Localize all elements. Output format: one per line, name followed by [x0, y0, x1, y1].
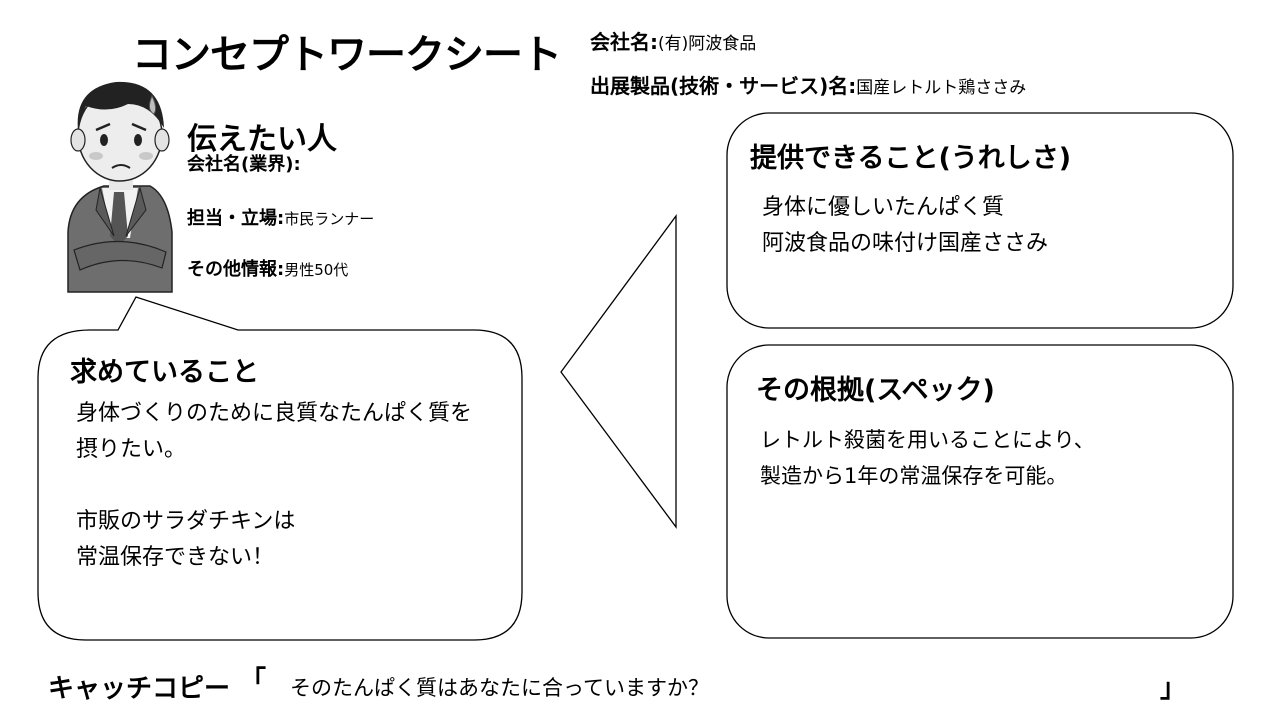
page-title: コンセプトワークシート: [132, 32, 562, 78]
needs-title: 求めていること: [70, 357, 259, 388]
offer-box: [726, 112, 1234, 329]
catchcopy-text: そのたんぱく質はあなたに合っていますか？: [290, 676, 709, 700]
company-name-value: (有)阿波食品: [658, 34, 757, 54]
target-person-heading: 伝えたい人: [187, 122, 337, 157]
target-industry-line: 会社名(業界):: [187, 150, 301, 176]
product-name-label: 出展製品(技術・サービス)名:: [590, 74, 857, 98]
target-other-value: 男性50代: [284, 261, 349, 279]
target-other-line: その他情報:男性50代: [187, 255, 348, 281]
evidence-title: その根拠(スペック): [756, 375, 995, 406]
offer-title: 提供できること(うれしさ): [750, 143, 1072, 174]
target-other-label: その他情報:: [187, 259, 285, 280]
catchcopy-close-bracket: 」: [1160, 674, 1187, 704]
arrow-triangle-icon: [560, 214, 677, 529]
worried-businessman-icon: [67, 81, 173, 293]
target-industry-label: 会社名(業界):: [187, 154, 301, 175]
evidence-box: [726, 344, 1234, 639]
target-role-value: 市民ランナー: [284, 210, 375, 228]
product-name-line: 出展製品(技術・サービス)名:国産レトルト鶏ささみ: [590, 70, 1026, 99]
evidence-body: レトルト殺菌を用いることにより、 製造から1年の常温保存を可能。: [760, 428, 1095, 488]
product-name-value: 国産レトルト鶏ささみ: [856, 78, 1027, 98]
catchcopy-open-bracket: 「: [240, 666, 267, 696]
company-name-line: 会社名:(有)阿波食品: [590, 26, 756, 55]
catchcopy-label: キャッチコピー: [48, 674, 231, 704]
needs-body: 身体づくりのために良質なたんぱく質を 摂りたい。 市販のサラダチキンは 常温保存…: [76, 401, 473, 570]
target-role-line: 担当・立場:市民ランナー: [187, 204, 374, 230]
offer-body: 身体に優しいたんぱく質 阿波食品の味付け国産ささみ: [762, 195, 1049, 256]
target-role-label: 担当・立場:: [187, 208, 285, 229]
needs-speech-bubble: [37, 296, 523, 641]
company-name-label: 会社名:: [590, 30, 658, 54]
